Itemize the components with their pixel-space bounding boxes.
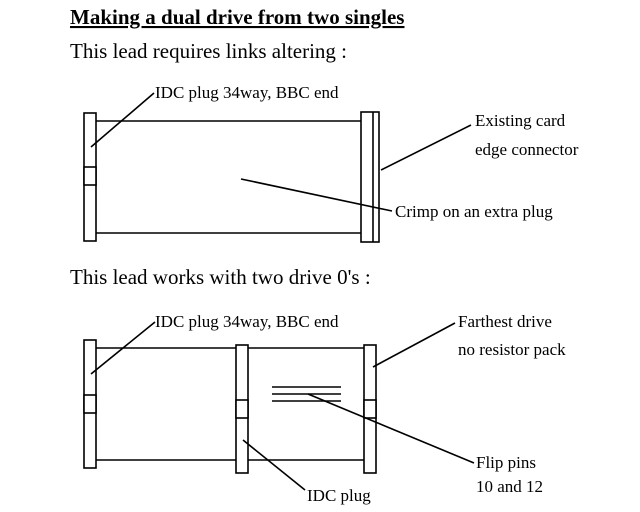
- pointer-farthest: [372, 322, 456, 368]
- label-idc-plug: IDC plug 34way, BBC end: [155, 83, 339, 102]
- diagram1-lead: [83, 92, 472, 243]
- idc-plug-middle-key: [235, 399, 249, 419]
- idc-plug-key: [83, 394, 97, 414]
- pointer-idc: [90, 92, 155, 148]
- label-no-resistor: no resistor pack: [458, 340, 566, 359]
- label-existing-card: Existing card: [475, 111, 566, 130]
- diagram2-lead: [83, 321, 475, 491]
- idc-plug-right-key: [363, 399, 377, 419]
- label-idc-plug: IDC plug 34way, BBC end: [155, 312, 339, 331]
- diagram1-heading: This lead requires links altering :: [70, 39, 347, 63]
- pointer-flip: [307, 393, 475, 464]
- label-edge-connector: edge connector: [475, 140, 579, 159]
- page-title: Making a dual drive from two singles: [70, 5, 404, 29]
- label-farthest-drive: Farthest drive: [458, 312, 552, 331]
- pointer-idc-mid: [242, 439, 306, 491]
- label-pins-10-12: 10 and 12: [476, 477, 543, 496]
- diagram2-heading: This lead works with two drive 0's :: [70, 265, 371, 289]
- pointer-idc: [90, 321, 156, 375]
- edge-connector-outer: [360, 111, 380, 243]
- idc-plug-key: [83, 166, 97, 186]
- label-crimp: Crimp on an extra plug: [395, 202, 553, 221]
- pointer-existing: [380, 124, 472, 171]
- pointer-crimp: [240, 178, 393, 212]
- label-flip-pins: Flip pins: [476, 453, 536, 472]
- label-idc-plug-middle: IDC plug: [307, 486, 371, 505]
